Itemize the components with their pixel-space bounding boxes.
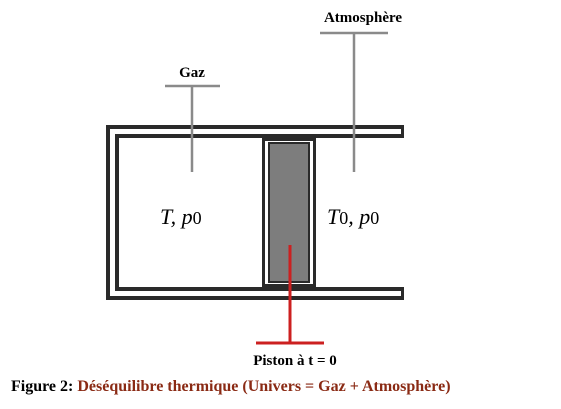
atmosphere-state-label: T0, p0	[327, 204, 379, 229]
gaz-leader	[165, 84, 220, 172]
caption-prefix: Figure 2:	[11, 378, 74, 395]
piston-marker	[256, 245, 324, 345]
caption-text: Déséquilibre thermique (Univers = Gaz + …	[77, 378, 451, 395]
piston-label: Piston à t = 0	[253, 353, 337, 369]
atmosphere-label: Atmosphère	[324, 10, 402, 26]
cylinder-inner-lines	[110, 129, 401, 296]
figure-caption: Figure 2: Déséquilibre thermique (Univer…	[11, 378, 451, 396]
atmosphere-leader	[320, 31, 388, 172]
gaz-label: Gaz	[179, 65, 205, 81]
gas-state-label: T, p0	[160, 204, 202, 229]
